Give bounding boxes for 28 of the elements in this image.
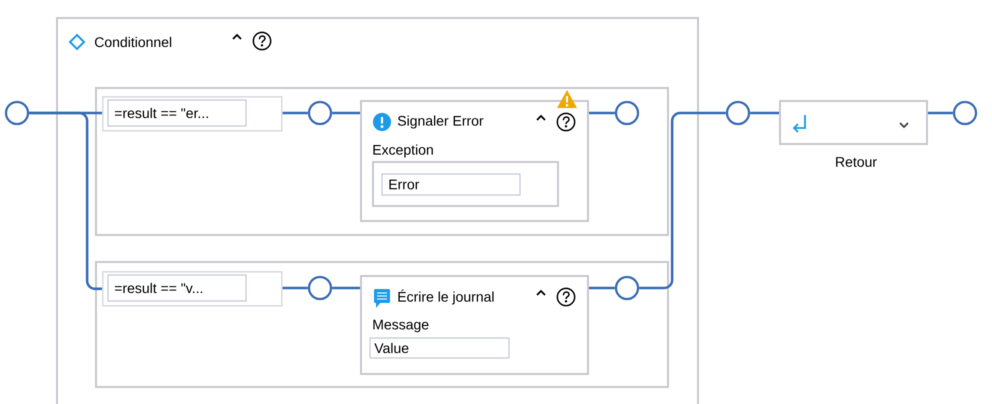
connector-line [282, 112, 308, 114]
block-title: Conditionnel [94, 36, 172, 48]
field-label: Exception [373, 144, 433, 158]
input-field: Value [369, 337, 510, 359]
field-label: Message [373, 320, 428, 332]
box-caption: Retour [836, 157, 877, 167]
connector-line [589, 286, 615, 290]
condition-field: =result == "v... [102, 271, 283, 307]
connector-circle [952, 100, 978, 126]
connector-line [589, 112, 615, 114]
connector-line [928, 112, 953, 114]
activity-title: Écrire le journal [398, 290, 494, 305]
connector-line [750, 112, 779, 114]
connector-line [29, 112, 102, 290]
connector-line [282, 286, 308, 290]
connector-circle [614, 276, 640, 300]
connector-line [332, 286, 360, 290]
connector-circle [726, 100, 750, 126]
activity-title: Signaler Error [398, 115, 484, 129]
return-box [779, 100, 928, 145]
condition-field: =result == "er... [102, 96, 283, 132]
connector-line [332, 112, 360, 114]
connector-circle [4, 100, 30, 126]
connector-circle [308, 100, 332, 126]
connector-circle [614, 100, 640, 126]
connector-circle [308, 276, 332, 300]
connector-line [639, 112, 726, 290]
input-field: Error [372, 161, 559, 207]
